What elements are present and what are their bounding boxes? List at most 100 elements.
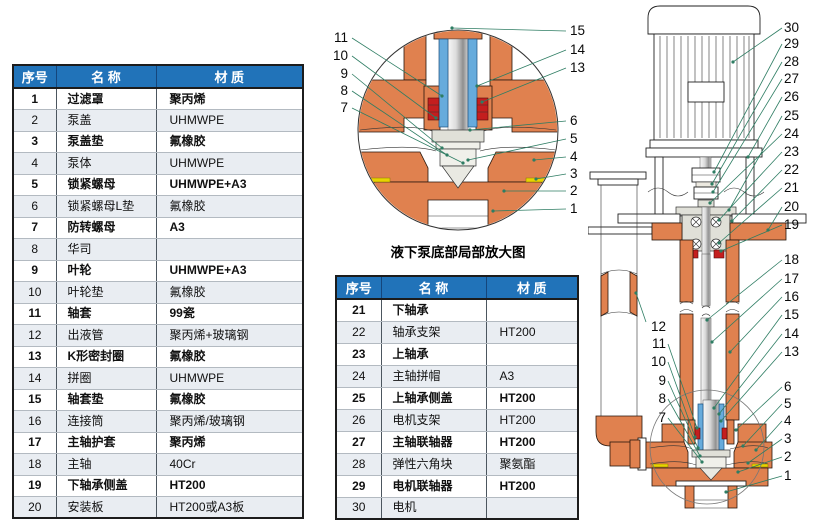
main-callout-16: 16 [784,289,799,304]
coupling-assembly [691,156,721,200]
detail-callout-13: 13 [570,60,585,75]
impeller-hub [431,129,485,189]
detail-callout-4: 4 [570,149,578,164]
part-material: 氟橡胶 [155,345,304,368]
part-number: 1 [12,87,57,110]
part-number: 2 [12,109,57,132]
part-material: 氟橡胶 [155,130,304,153]
detail-callout-2: 2 [570,183,578,198]
main-callout-29: 29 [784,36,799,51]
suction-flange [675,480,747,487]
part-name: 电机支架 [380,408,487,432]
part-number: 30 [335,496,382,520]
main-callout-9: 9 [658,373,666,388]
strainer-wall [684,485,695,509]
part-number: 18 [12,453,57,476]
main-callout-8: 8 [658,391,666,406]
motor-nameplate [687,81,725,103]
main-callout-10: 10 [651,354,666,369]
part-material: UHMWPE [155,367,304,390]
detail-callout-7: 7 [340,100,348,115]
assembly-leader-lines [634,27,783,494]
part-name: 华司 [55,238,157,261]
main-callout-6: 6 [784,379,792,394]
part-number: 24 [335,364,382,388]
part-number: 9 [12,259,57,282]
part-material: 40Cr [155,453,304,476]
main-callout-23: 23 [784,144,799,159]
part-number: 21 [335,298,382,322]
part-number: 20 [12,496,57,519]
main-callout-18: 18 [784,252,799,267]
detail-callout-15: 15 [570,23,585,38]
main-shaft-lower [700,253,720,455]
main-callout-5: 5 [784,396,792,411]
part-name: 下轴承侧盖 [55,474,157,497]
discharge-pipe [589,171,647,471]
part-name: 轴套垫 [55,388,157,411]
part-number: 14 [12,367,57,390]
detail-callout-1: 1 [570,201,578,216]
part-number: 17 [12,431,57,454]
part-name: 泵体 [55,152,157,175]
main-callout-25: 25 [784,108,799,123]
part-name: 拼圈 [55,367,157,390]
detail-callout-10: 10 [333,48,348,63]
part-material [485,342,579,366]
part-name: 上轴承侧盖 [380,386,487,410]
impeller-vanes [359,126,557,152]
main-callout-28: 28 [784,54,799,69]
column-header: 序号 [335,275,382,300]
part-material [485,298,579,322]
part-material: 氟橡胶 [155,388,304,411]
part-material: UHMWPE+A3 [155,173,304,196]
part-name: 锁紧螺母L垫 [55,195,157,218]
detail-callout-labels: 11 10 9 8 7 15 14 13 6 5 4 3 2 1 [333,23,586,216]
part-number: 13 [12,345,57,368]
part-name: 防转螺母 [55,216,157,239]
part-material [485,496,579,520]
part-number: 16 [12,410,57,433]
part-name: 锁紧螺母 [55,173,157,196]
part-number: 6 [12,195,57,218]
part-material: 聚丙烯 [155,431,304,454]
part-number: 12 [12,324,57,347]
part-name: 轴套 [55,302,157,325]
part-number: 29 [335,474,382,498]
detail-callout-5: 5 [570,131,578,146]
part-number: 8 [12,238,57,261]
detail-callout-3: 3 [570,166,578,181]
electric-motor [645,5,763,158]
part-number: 19 [12,474,57,497]
connecting-column [679,239,740,421]
main-callout-13: 13 [784,344,799,359]
table-header-row: 序号名 称材 质 [12,64,304,89]
part-name: 叶轮 [55,259,157,282]
part-name: 弹性六角块 [380,452,487,476]
part-material: 聚丙烯 [155,87,304,110]
part-material: 聚丙烯/玻璃钢 [155,410,304,433]
part-material: HT200 [155,474,304,497]
main-callout-17: 17 [784,271,799,286]
part-name: 泵盖 [55,109,157,132]
part-material: HT200或A3板 [155,496,304,519]
part-name: 主轴联轴器 [380,430,487,454]
main-callout-2: 2 [784,449,792,464]
